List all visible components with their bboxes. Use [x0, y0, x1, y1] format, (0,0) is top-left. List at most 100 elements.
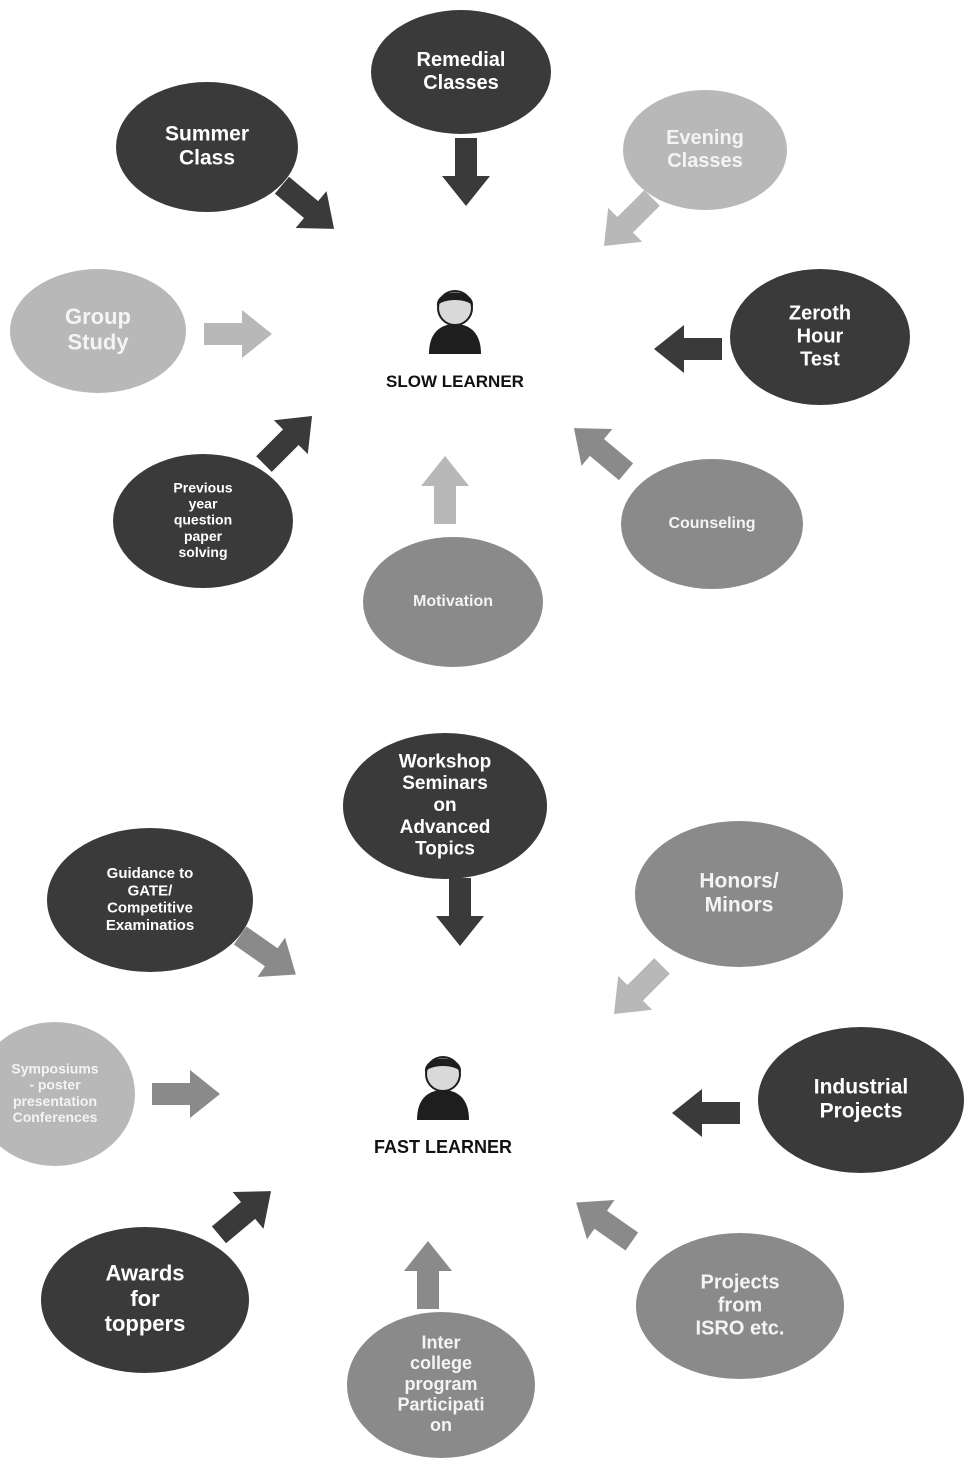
- node-text-line: Topics: [415, 839, 475, 860]
- node-ellipse: [347, 1312, 535, 1458]
- node-text-line: Test: [800, 348, 840, 370]
- node-honors-minors: Honors/Minors: [635, 821, 843, 967]
- node-ellipse: [113, 454, 293, 588]
- node-text-line: Remedial: [417, 49, 506, 71]
- node-text-line: on: [433, 795, 456, 816]
- node-text-line: year: [189, 496, 218, 512]
- node-text-line: Seminars: [402, 773, 488, 794]
- node-text-line: paper: [184, 528, 223, 544]
- node-text-line: Class: [179, 147, 235, 170]
- arrow-icon: [573, 428, 634, 481]
- arrow-icon: [256, 415, 313, 472]
- node-ellipse: [621, 459, 803, 589]
- node-text-line: college: [410, 1353, 472, 1373]
- arrow-icon: [274, 176, 335, 229]
- arrow-icon: [576, 1200, 639, 1251]
- node-text-line: Advanced: [400, 817, 491, 838]
- node-text-line: Classes: [423, 72, 499, 94]
- arrow-icon: [404, 1241, 452, 1309]
- node-text-line: ISRO etc.: [696, 1317, 785, 1339]
- node-text-line: program: [404, 1374, 477, 1394]
- node-text-line: GATE/: [128, 882, 174, 899]
- node-text-line: presentation: [13, 1093, 97, 1109]
- node-text-line: Zeroth: [789, 302, 851, 324]
- node-text-line: Minors: [705, 894, 774, 917]
- arrow-icon: [654, 325, 722, 373]
- node-text-line: Honors/: [699, 869, 779, 892]
- node-text-line: Participati: [397, 1394, 484, 1414]
- node-text-line: toppers: [105, 1311, 186, 1336]
- node-symposiums: Symposiums- posterpresentationConference…: [0, 1022, 135, 1166]
- node-text-line: Workshop: [399, 751, 492, 772]
- node-text-line: Awards: [105, 1261, 184, 1286]
- node-text-line: from: [718, 1294, 762, 1316]
- arrow-icon: [152, 1070, 220, 1118]
- arrow-icon: [204, 310, 272, 358]
- fast-learner-person-icon: [417, 1056, 469, 1120]
- node-text-line: on: [430, 1415, 452, 1435]
- node-ellipse: [636, 1233, 844, 1379]
- arrow-icon: [421, 456, 469, 524]
- node-ellipse: [343, 733, 547, 879]
- node-text-line: Counseling: [668, 515, 755, 532]
- node-text-line: Projects: [820, 1100, 903, 1123]
- node-ellipse: [371, 10, 551, 134]
- node-text-line: Guidance to: [107, 865, 194, 882]
- node-text-line: Previous: [173, 480, 232, 496]
- arrow-icon: [672, 1089, 740, 1137]
- arrow-icon: [442, 138, 490, 206]
- arrow-icon: [211, 1191, 272, 1244]
- node-ellipse: [116, 82, 298, 212]
- slow-learner-center: SLOW LEARNER: [386, 290, 524, 391]
- node-ellipse: [623, 90, 787, 210]
- slow-learner-person-icon: [429, 290, 481, 354]
- node-text-line: Study: [67, 329, 129, 354]
- node-ellipse: [758, 1027, 964, 1173]
- node-text-line: Projects: [701, 1271, 780, 1293]
- node-ellipse: [730, 269, 910, 405]
- node-ellipse: [363, 537, 543, 667]
- arrow-icon: [233, 926, 296, 977]
- node-ellipse: [10, 269, 186, 393]
- node-motivation: Motivation: [363, 537, 543, 667]
- arrow-icon: [613, 958, 670, 1015]
- node-text-line: Group: [65, 304, 131, 329]
- node-text-line: Conferences: [13, 1109, 98, 1125]
- node-text-line: Classes: [667, 150, 743, 172]
- node-ellipse: [47, 828, 253, 972]
- slow-learner-label: SLOW LEARNER: [386, 372, 524, 391]
- arrows-layer: [152, 138, 740, 1309]
- node-text-line: Industrial: [814, 1075, 909, 1098]
- node-text-line: Summer: [165, 122, 249, 145]
- node-ellipse: [0, 1022, 135, 1166]
- node-text-line: Examinatios: [106, 917, 194, 934]
- node-text-line: Competitive: [107, 900, 193, 917]
- node-text-line: - poster: [29, 1077, 81, 1093]
- arrow-icon: [603, 190, 660, 247]
- node-text-line: Symposiums: [11, 1061, 98, 1077]
- node-text-line: for: [130, 1286, 160, 1311]
- node-ellipse: [635, 821, 843, 967]
- arrow-icon: [436, 878, 484, 946]
- node-text-line: Hour: [797, 325, 844, 347]
- node-text-line: Motivation: [413, 593, 493, 610]
- node-text-line: Inter: [421, 1332, 460, 1352]
- node-ellipse: [41, 1227, 249, 1373]
- node-text-line: Evening: [666, 127, 744, 149]
- fast-learner-label: FAST LEARNER: [374, 1137, 512, 1157]
- nodes-layer: RemedialClassesSummerClassEveningClasses…: [0, 10, 964, 1458]
- node-text-line: solving: [178, 544, 227, 560]
